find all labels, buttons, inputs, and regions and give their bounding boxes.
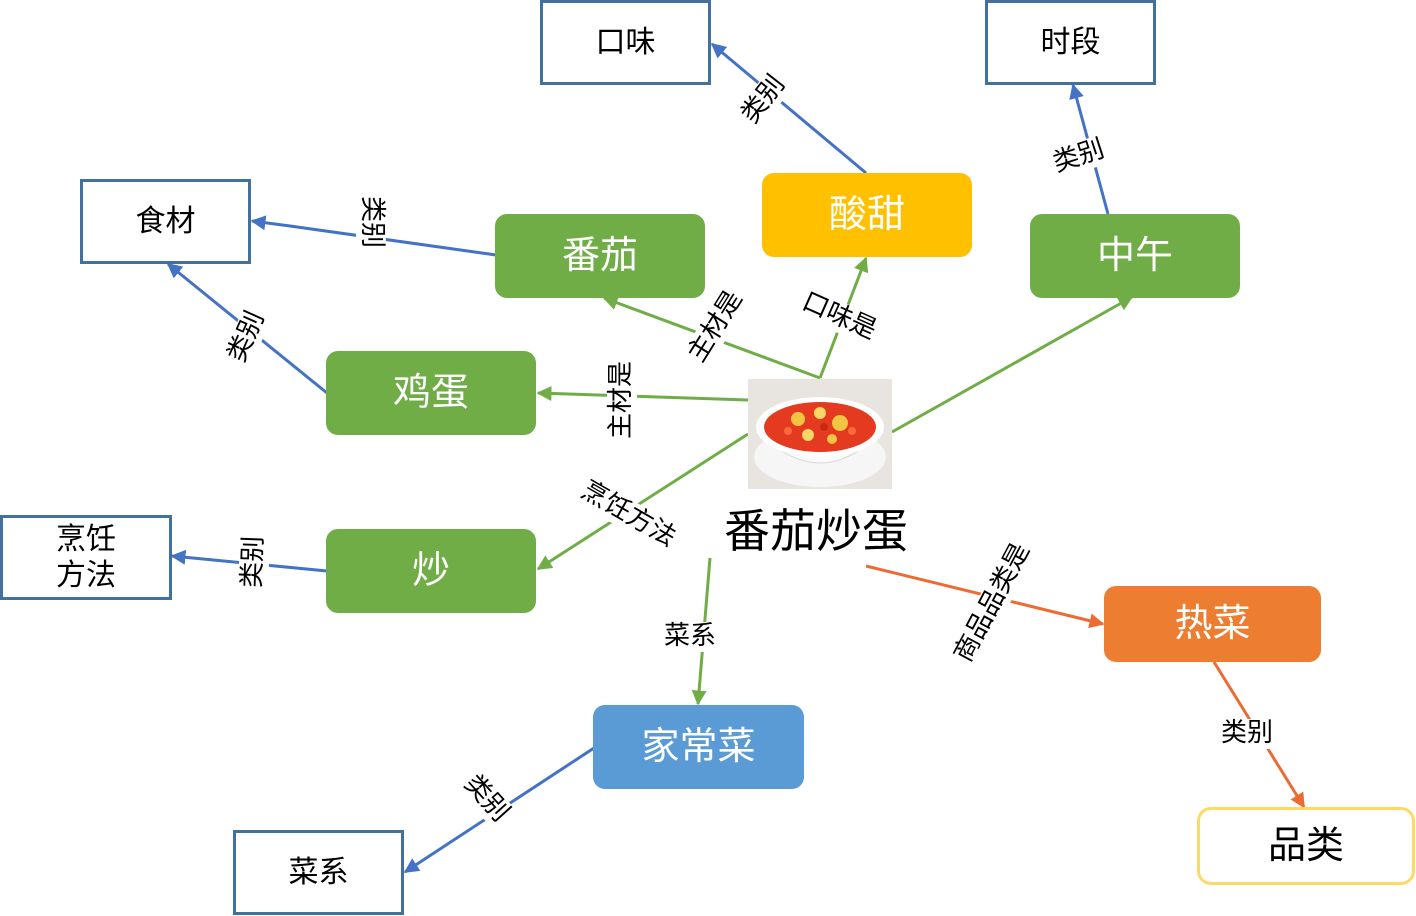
edge-label-category-tomato: 类别	[356, 192, 387, 251]
category-product-label: 品类	[1267, 823, 1344, 868]
node-egg-label: 鸡蛋	[392, 370, 469, 415]
node-sweet-sour-label: 酸甜	[828, 192, 905, 237]
edge-label-category-stir-fry: 类别	[237, 532, 270, 592]
node-sweet-sour: 酸甜	[762, 173, 972, 257]
node-hot-dish-label: 热菜	[1174, 601, 1251, 646]
category-cooking-method-label: 烹饪 方法	[56, 521, 116, 593]
node-home-cooking: 家常菜	[593, 705, 804, 789]
category-cuisine: 菜系	[233, 830, 404, 915]
node-stir-fry: 炒	[326, 529, 536, 613]
center-dish-title: 番茄炒蛋	[724, 504, 908, 558]
category-flavor: 口味	[540, 0, 711, 85]
edge-label-category-hot-dish: 类别	[1218, 718, 1277, 749]
edge-sweet-sour-flavor	[710, 42, 867, 175]
edge-label-main-ingredient-egg: 主材是	[606, 357, 637, 442]
category-cooking-method: 烹饪 方法	[0, 515, 172, 600]
category-product: 品类	[1197, 807, 1415, 885]
edge-label-cuisine: 菜系	[661, 621, 720, 652]
node-noon: 中午	[1030, 214, 1240, 298]
node-stir-fry-label: 炒	[411, 548, 450, 593]
category-flavor-label: 口味	[595, 24, 656, 60]
category-cuisine-label: 菜系	[288, 854, 349, 890]
category-ingredient-label: 食材	[135, 203, 196, 239]
edge-dish-egg	[536, 385, 749, 402]
dish-photo	[748, 379, 892, 489]
node-egg: 鸡蛋	[326, 351, 536, 435]
category-time-period-label: 时段	[1040, 24, 1101, 60]
node-home-cooking-label: 家常菜	[641, 724, 756, 769]
edge-dish-noon	[891, 295, 1134, 434]
node-tomato: 番茄	[495, 214, 705, 298]
node-tomato-label: 番茄	[561, 233, 638, 278]
tomato-egg-bowl-icon	[748, 379, 892, 489]
edge-dish-stir-fry	[536, 432, 749, 571]
edge-tomato-ingredient	[250, 215, 497, 257]
category-time-period: 时段	[985, 0, 1156, 85]
node-noon-label: 中午	[1096, 233, 1173, 278]
node-hot-dish: 热菜	[1104, 586, 1321, 662]
category-ingredient: 食材	[80, 179, 251, 264]
